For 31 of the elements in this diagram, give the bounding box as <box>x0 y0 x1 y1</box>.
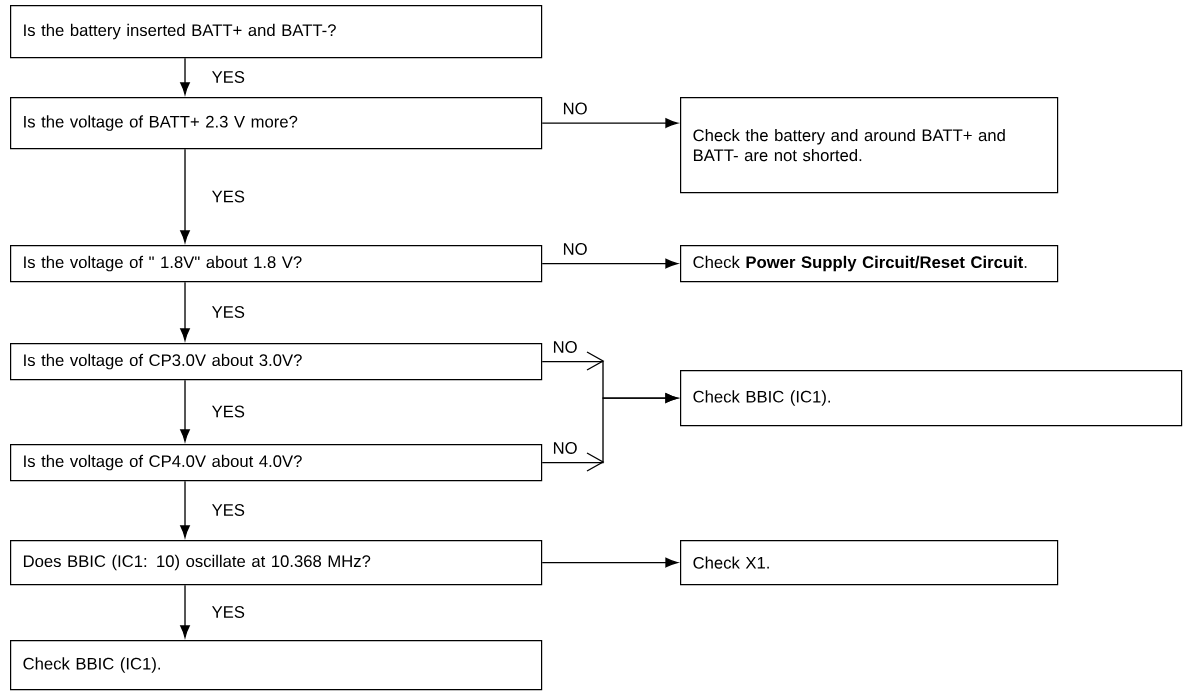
edge-label: YES <box>210 189 247 204</box>
process-box: Is the battery inserted BATT+ and BATT-? <box>10 5 543 59</box>
process-box: Is the voltage of " 1.8V" about 1.8 V? <box>10 245 543 283</box>
process-box: Is the voltage of CP3.0V about 3.0V? <box>10 343 543 381</box>
process-box: Is the voltage of CP4.0V about 4.0V? <box>10 444 543 482</box>
process-box: Check BBIC (IC1). <box>680 370 1183 427</box>
arrow <box>180 480 190 538</box>
process-box: Check BBIC (IC1). <box>10 640 543 691</box>
arrow <box>180 379 190 442</box>
arrow <box>180 57 190 95</box>
process-box: Check X1. <box>680 540 1059 586</box>
edge-label: NO <box>561 241 589 257</box>
edge-label: YES <box>210 304 247 320</box>
arrow <box>180 148 190 243</box>
arrow <box>541 258 678 269</box>
arrow <box>541 557 678 568</box>
process-box: Check Power Supply Circuit/Reset Circuit. <box>680 245 1059 283</box>
arrow <box>541 393 678 472</box>
edge-label: YES <box>210 69 247 85</box>
process-box: Is the voltage of BATT+ 2.3 V more? <box>10 97 543 150</box>
edge-label: NO <box>561 101 589 116</box>
edge-label: NO <box>551 440 579 456</box>
arrow <box>180 584 190 638</box>
edge-label: YES <box>210 604 247 620</box>
process-box: Check the battery and around BATT+ and BATT- are not shorted. <box>680 97 1059 194</box>
edge-label: NO <box>551 339 579 355</box>
process-box: Does BBIC (IC1: 10) oscillate at 10.368 MHz? <box>10 540 543 586</box>
edge-label: YES <box>210 502 247 518</box>
arrow <box>180 281 190 341</box>
arrow <box>541 118 678 128</box>
edge-label: YES <box>210 404 247 419</box>
